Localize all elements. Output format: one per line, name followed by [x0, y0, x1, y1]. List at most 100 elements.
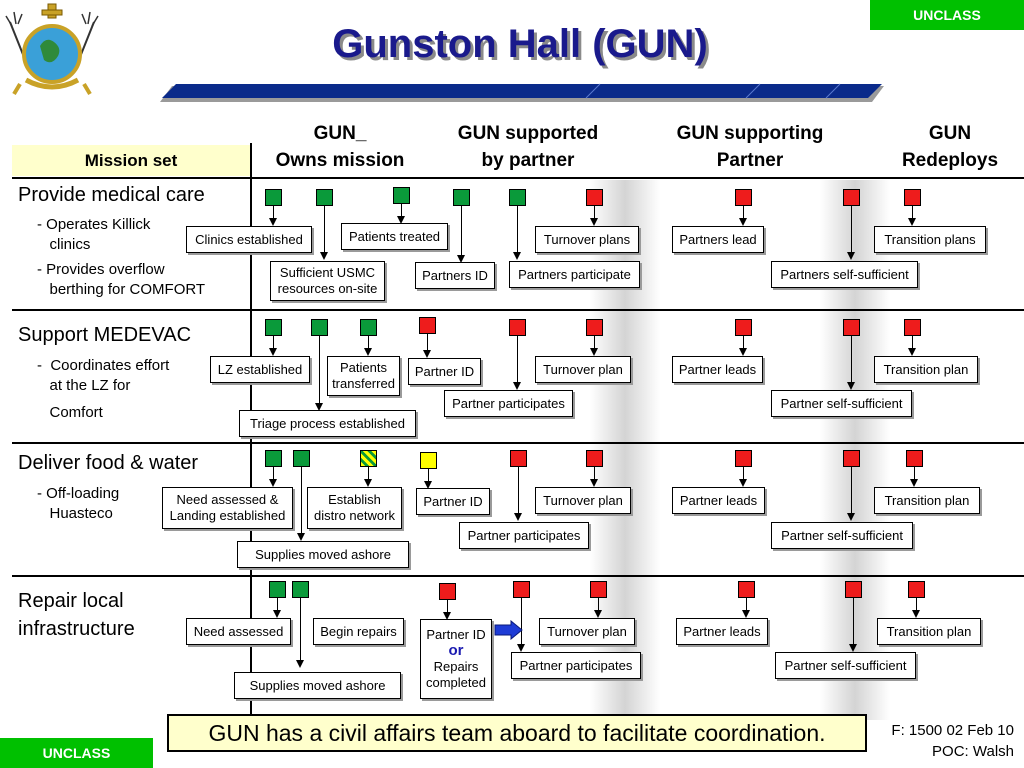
mission-name: Deliver food & water: [18, 452, 199, 474]
arrow-down: [424, 469, 432, 489]
status-green-square: [316, 189, 333, 206]
milestone-box: Partner participates: [444, 390, 573, 417]
arrow-down: [849, 598, 857, 652]
arrow-down: [517, 598, 525, 652]
milestone-box: Establish distro network: [307, 487, 402, 529]
arrow-down: [590, 206, 598, 226]
column-header-redeploys: GUN Redeploys: [901, 123, 999, 171]
milestone-box: Partners lead: [672, 226, 764, 253]
poc-label: POC: Walsh: [932, 743, 1014, 760]
milestone-box: Supplies moved ashore: [234, 672, 401, 699]
arrow-down: [908, 206, 916, 226]
milestone-box: Transition plan: [877, 618, 981, 645]
milestone-box: Begin repairs: [313, 618, 404, 645]
mission-detail: - Provides overflow berthing for COMFORT: [37, 261, 206, 298]
status-red-square: [843, 450, 860, 467]
milestone-box: Partners self-sufficient: [771, 261, 918, 288]
classification-banner-top: UNCLASS: [870, 0, 1024, 30]
milestone-box: Partners ID: [415, 262, 495, 289]
milestone-box: Partners participate: [509, 261, 640, 288]
arrow-down: [320, 206, 328, 260]
status-green-square: [453, 189, 470, 206]
mission-detail: Comfort: [37, 404, 103, 421]
arrow-down: [590, 467, 598, 487]
arrow-down: [590, 336, 598, 356]
milestone-box: Patients transferred: [327, 356, 400, 396]
arrow-down: [742, 598, 750, 618]
arrow-down: [908, 336, 916, 356]
mission-detail: - Operates Killick clinics: [37, 216, 151, 253]
status-red-square: [590, 581, 607, 598]
milestone-box: Turnover plans: [535, 226, 639, 253]
status-red-square: [735, 189, 752, 206]
milestone-box: Partner participates: [459, 522, 589, 549]
milestone-box: Need assessed & Landing established: [162, 487, 293, 529]
status-red-square: [586, 319, 603, 336]
navy-emblem-logo: [5, 3, 99, 96]
milestone-box: Partner self-sufficient: [771, 522, 913, 549]
mission-name: Provide medical care: [18, 184, 205, 206]
arrow-down: [443, 600, 451, 620]
arrow-down: [514, 467, 522, 521]
row-divider: [12, 575, 1024, 577]
status-green-square: [311, 319, 328, 336]
milestone-box: Clinics established: [186, 226, 312, 253]
arrow-down: [364, 467, 372, 487]
arrow-down: [364, 336, 372, 356]
arrow-down: [847, 206, 855, 260]
milestone-box: Turnover plan: [535, 487, 631, 514]
milestone-box: Partner self-sufficient: [771, 390, 912, 417]
status-green-square: [269, 581, 286, 598]
status-green-square: [265, 450, 282, 467]
arrow-down: [269, 206, 277, 226]
milestone-box: Sufficient USMC resources on-site: [270, 261, 385, 301]
milestone-box: Partner self-sufficient: [775, 652, 916, 679]
status-green-square: [292, 581, 309, 598]
milestone-box: Transition plan: [874, 487, 980, 514]
mission-detail: - Coordinates effort at the LZ for: [37, 357, 170, 394]
milestone-box: Transition plans: [874, 226, 986, 253]
arrow-down: [273, 598, 281, 618]
arrow-down: [739, 467, 747, 487]
mission-set-header: Mission set: [12, 145, 250, 176]
status-red-square: [439, 583, 456, 600]
column-header-supported: GUN supported by partner: [457, 123, 599, 171]
arrow-down: [297, 467, 305, 541]
arrow-down: [269, 336, 277, 356]
mission-name: Support MEDEVAC: [18, 324, 192, 346]
status-red-square: [904, 319, 921, 336]
status-red-square: [419, 317, 436, 334]
milestone-box: Partner ID: [408, 358, 481, 385]
status-green-square: [293, 450, 310, 467]
status-red-square: [586, 450, 603, 467]
or-label: or: [448, 642, 464, 659]
column-header-supporting: GUN supporting Partner: [676, 123, 824, 171]
column-header-owns: GUN_ Owns mission: [275, 123, 405, 171]
classification-banner-bottom: UNCLASS: [0, 738, 153, 768]
milestone-box: Triage process established: [239, 410, 416, 437]
repairs-completed-label: Repairs completed: [426, 659, 486, 690]
arrow-down: [269, 467, 277, 487]
milestone-box: Partner participates: [511, 652, 641, 679]
status-green-square: [265, 189, 282, 206]
status-red-square: [586, 189, 603, 206]
milestone-box: Partner leads: [676, 618, 768, 645]
arrow-down: [739, 336, 747, 356]
partner-id-label: Partner ID: [426, 627, 486, 642]
status-red-square: [738, 581, 755, 598]
arrow-down: [296, 598, 304, 668]
status-red-square: [908, 581, 925, 598]
page-title: Gunston Hall (GUN): [332, 22, 708, 66]
arrow-down: [912, 598, 920, 618]
milestone-box: Partner leads: [672, 356, 763, 383]
milestone-box: Supplies moved ashore: [237, 541, 409, 568]
status-green-square: [509, 189, 526, 206]
status-red-square: [843, 319, 860, 336]
milestone-box: Partner ID: [416, 488, 490, 515]
milestone-box: Turnover plan: [539, 618, 635, 645]
milestone-box: Turnover plan: [535, 356, 631, 383]
milestone-box: Partner leads: [672, 487, 765, 514]
status-green-square: [360, 319, 377, 336]
arrow-down: [594, 598, 602, 618]
row-divider: [12, 442, 1024, 444]
